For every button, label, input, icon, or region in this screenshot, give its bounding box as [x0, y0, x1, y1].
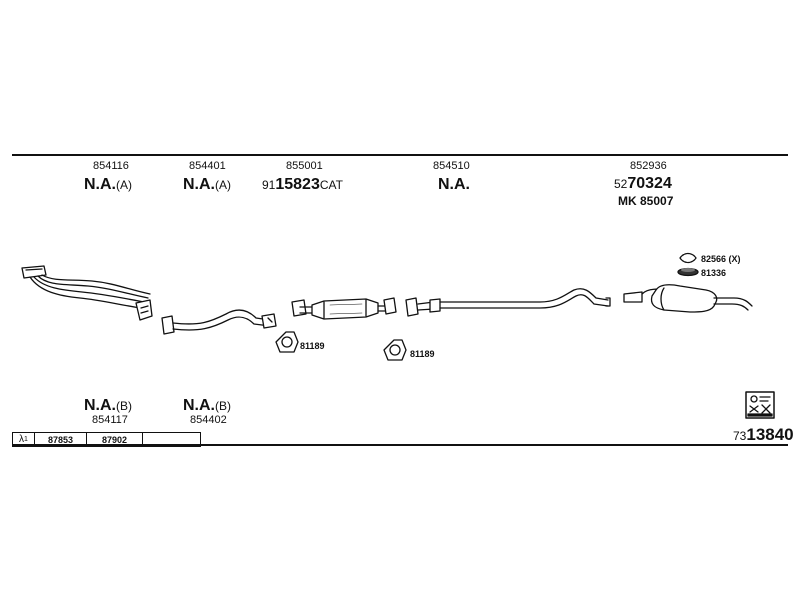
front-pipe-drawing	[21, 265, 153, 321]
label-silencer-number: 5270324	[614, 175, 672, 192]
gasket-label-2: 81189	[410, 349, 435, 359]
mounting-kit-icon	[745, 391, 775, 419]
intermediate-pipe-drawing	[161, 309, 277, 335]
label-na-3: N.A.	[438, 176, 470, 193]
label-na-a-1: N.A.(A)	[84, 176, 132, 193]
catalytic-converter-drawing	[291, 297, 397, 320]
center-pipe-drawing	[405, 288, 611, 317]
rubber-mount-label: 81336	[701, 268, 727, 278]
table-cell-2: 87902	[87, 433, 143, 446]
kit-number: 7313840	[733, 425, 794, 444]
gasket-label-1: 81189	[300, 341, 325, 351]
part-number-852936: 852936	[630, 160, 667, 172]
part-number-854117: 854117	[92, 414, 128, 426]
gasket-1-drawing	[275, 331, 299, 353]
part-number-854116: 854116	[93, 160, 129, 172]
label-na-b-1: N.A.(B)	[84, 397, 132, 414]
clamp-label: 82566 (X)	[701, 254, 741, 264]
part-number-855001: 855001	[286, 160, 323, 172]
top-divider	[12, 154, 788, 156]
part-number-854402: 854402	[190, 414, 227, 426]
bottom-divider	[12, 444, 788, 446]
part-number-854510: 854510	[433, 160, 470, 172]
rubber-mount-drawing	[677, 267, 699, 277]
part-number-854401: 854401	[189, 160, 226, 172]
table-cell-1: 87853	[35, 433, 87, 446]
label-mounting-kit: MK 85007	[618, 194, 674, 208]
label-na-a-2: N.A.(A)	[183, 176, 231, 193]
clamp-drawing	[679, 252, 697, 264]
label-na-b-2: N.A.(B)	[183, 397, 231, 414]
rear-silencer-drawing	[623, 284, 753, 313]
gasket-2-drawing	[383, 339, 407, 361]
label-cat-number: 9115823CAT	[262, 176, 343, 193]
